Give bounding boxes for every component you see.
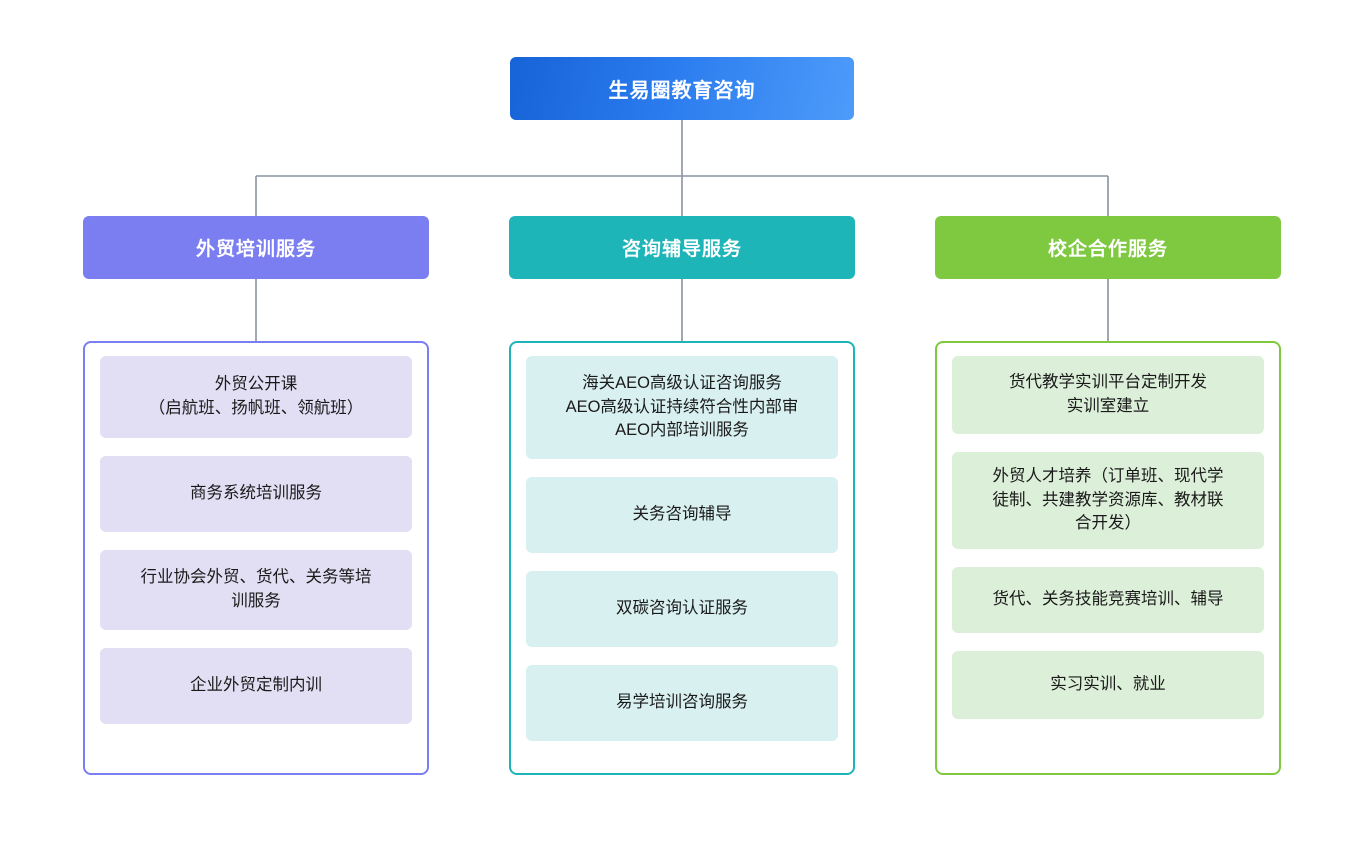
leaf-item[interactable]: 外贸公开课 （启航班、扬帆班、领航班） (100, 356, 412, 438)
branch-column-consulting-tutoring: 咨询辅导服务 海关AEO高级认证咨询服务 AEO高级认证持续符合性内部审 AEO… (509, 216, 855, 775)
leaf-item[interactable]: 易学培训咨询服务 (526, 665, 838, 741)
branch-column-school-enterprise-cooperation: 校企合作服务 货代教学实训平台定制开发 实训室建立 外贸人才培养（订单班、现代学… (935, 216, 1281, 775)
leaf-item[interactable]: 外贸人才培养（订单班、现代学 徒制、共建教学资源库、教材联 合开发） (952, 452, 1264, 549)
branch-header-label: 校企合作服务 (1047, 239, 1168, 260)
root-node-label: 生易圈教育咨询 (608, 80, 756, 102)
branch-header-label: 咨询辅导服务 (621, 239, 742, 260)
leaf-item[interactable]: 货代教学实训平台定制开发 实训室建立 (952, 356, 1264, 434)
leaf-item[interactable]: 实习实训、就业 (952, 651, 1264, 719)
branch-header-school-enterprise-cooperation[interactable]: 校企合作服务 (935, 216, 1281, 279)
leaf-item[interactable]: 企业外贸定制内训 (100, 648, 412, 724)
branch-header-foreign-trade-training[interactable]: 外贸培训服务 (83, 216, 429, 279)
leaf-item[interactable]: 行业协会外贸、货代、关务等培 训服务 (100, 550, 412, 630)
branch-column-foreign-trade-training: 外贸培训服务 外贸公开课 （启航班、扬帆班、领航班） 商务系统培训服务 行业协会… (83, 216, 429, 775)
leaf-item[interactable]: 海关AEO高级认证咨询服务 AEO高级认证持续符合性内部审 AEO内部培训服务 (526, 356, 838, 459)
leaf-item[interactable]: 关务咨询辅导 (526, 477, 838, 553)
branch-header-consulting-tutoring[interactable]: 咨询辅导服务 (509, 216, 855, 279)
branch-header-label: 外贸培训服务 (195, 239, 316, 260)
branch-panel-consulting-tutoring: 海关AEO高级认证咨询服务 AEO高级认证持续符合性内部审 AEO内部培训服务 … (509, 341, 855, 775)
branch-panel-foreign-trade-training: 外贸公开课 （启航班、扬帆班、领航班） 商务系统培训服务 行业协会外贸、货代、关… (83, 341, 429, 775)
root-node[interactable]: 生易圈教育咨询 (510, 57, 854, 120)
leaf-item[interactable]: 商务系统培训服务 (100, 456, 412, 532)
branch-panel-school-enterprise-cooperation: 货代教学实训平台定制开发 实训室建立 外贸人才培养（订单班、现代学 徒制、共建教… (935, 341, 1281, 775)
leaf-item[interactable]: 货代、关务技能竞赛培训、辅导 (952, 567, 1264, 633)
leaf-item[interactable]: 双碳咨询认证服务 (526, 571, 838, 647)
